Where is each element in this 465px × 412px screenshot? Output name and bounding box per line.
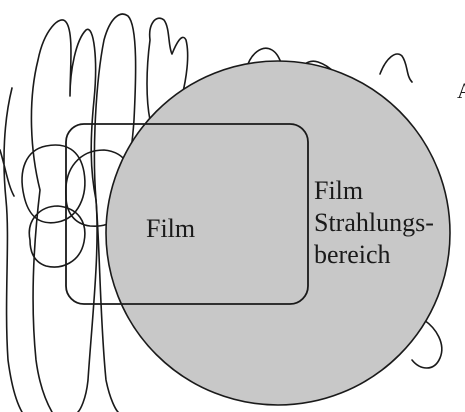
tooth-outline-1	[31, 20, 97, 412]
film-label: Film	[146, 214, 195, 244]
tooth-outline-5	[380, 54, 412, 82]
film-side-label: Film	[314, 176, 363, 206]
tooth-outline-left-edge	[0, 88, 22, 412]
strahlungsbereich-label-line-1: Strahlungs-	[314, 208, 434, 238]
strahlungsbereich-label-line-2: bereich	[314, 240, 391, 270]
corner-text-fragment: A	[457, 76, 465, 106]
crown-outline-left	[22, 145, 85, 223]
